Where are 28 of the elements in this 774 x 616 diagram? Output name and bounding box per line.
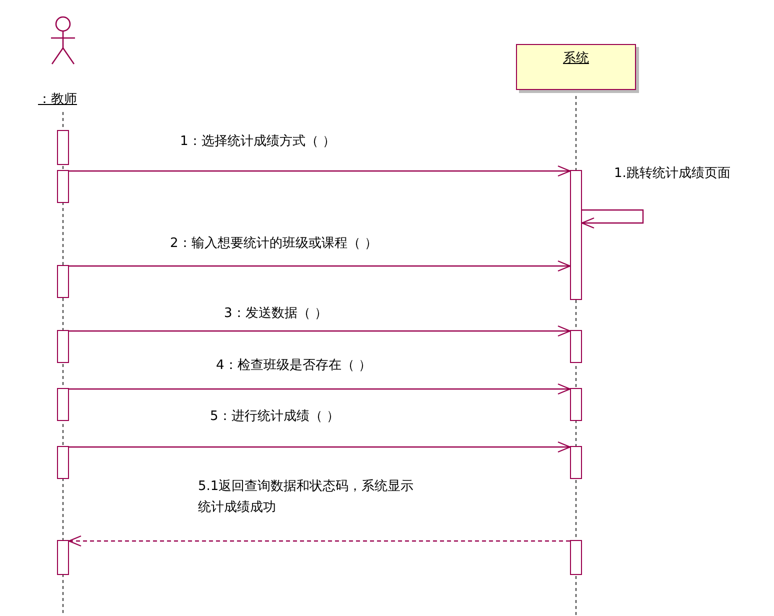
activation-bar	[570, 446, 582, 479]
activation-bar	[57, 540, 69, 575]
activation-bar	[570, 388, 582, 421]
actor-name: ：教师	[38, 91, 77, 108]
activation-bar	[57, 330, 69, 363]
activation-bar	[57, 446, 69, 479]
message-arrow	[69, 325, 571, 337]
return-message-arrow	[68, 535, 570, 547]
self-message-arrow	[581, 209, 644, 229]
participant-box: 系统	[516, 44, 636, 90]
message-arrow	[69, 441, 571, 453]
message-arrow	[69, 260, 571, 272]
message-label: 4：检查班级是否存在（ ）	[216, 357, 372, 374]
message-label: 5：进行统计成绩（ ）	[210, 408, 340, 425]
activation-bar	[57, 130, 69, 165]
activation-bar	[570, 330, 582, 363]
activation-bar	[570, 540, 582, 575]
activation-bar	[57, 170, 69, 203]
message-label: 5.1返回查询数据和状态码，系统显示统计成绩成功	[198, 478, 415, 517]
activation-bar	[57, 265, 69, 298]
message-label: 1.跳转统计成绩页面	[614, 165, 730, 182]
message-arrow	[69, 165, 571, 177]
message-label: 3：发送数据（ ）	[224, 305, 328, 322]
message-label: 1：选择统计成绩方式（ ）	[180, 133, 336, 150]
activation-bar	[570, 170, 582, 300]
message-arrow	[69, 383, 571, 395]
activation-bar	[57, 388, 69, 421]
message-label: 2：输入想要统计的班级或课程（ ）	[170, 235, 378, 252]
